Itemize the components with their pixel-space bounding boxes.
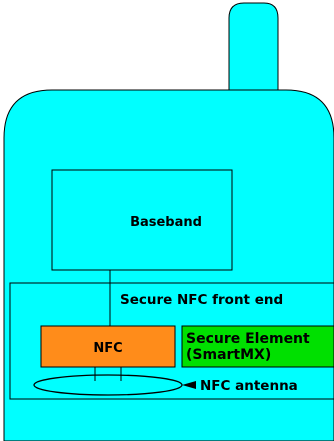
- secure-element-label-line1: Secure Element: [186, 331, 310, 347]
- baseband-label: Baseband: [130, 215, 202, 230]
- nfc-antenna-label: NFC antenna: [200, 378, 298, 394]
- phone-antenna-stub: [229, 3, 278, 94]
- secure-element-label-line2: (SmartMX): [186, 347, 271, 363]
- secure-nfc-front-end-label: Secure NFC front end: [120, 292, 283, 308]
- nfc-label: NFC: [93, 341, 122, 356]
